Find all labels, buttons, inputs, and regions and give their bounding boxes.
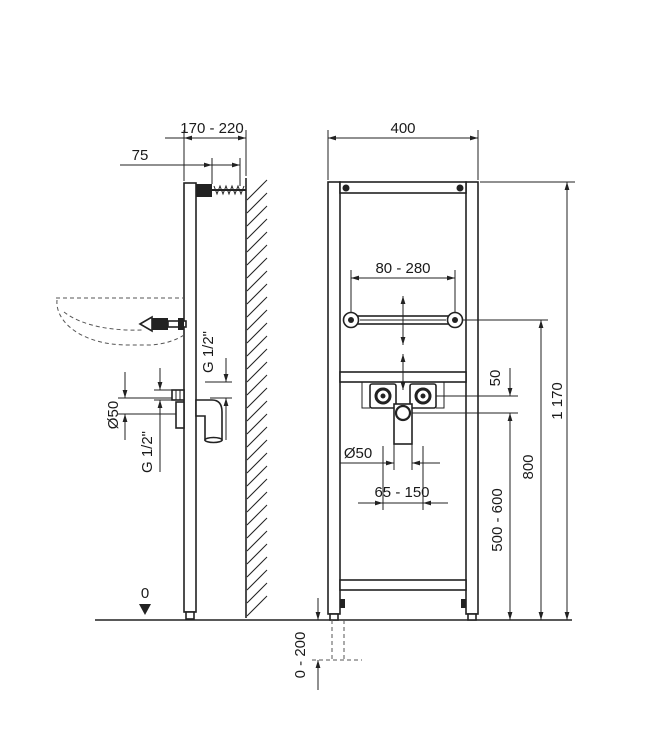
frame-post-left — [327, 181, 341, 615]
wall-hatch-line — [246, 335, 268, 357]
wall-hatch-line — [246, 595, 268, 617]
dim-depth-label: 170 - 220 — [180, 120, 243, 137]
dim-bracket-spacing-label: 80 - 280 — [375, 260, 430, 277]
foot-clamp-right — [461, 599, 466, 608]
side-frame-post — [183, 182, 197, 613]
wall-hatch-line — [246, 218, 268, 240]
top-anchor-bolt-right — [456, 184, 464, 192]
wall-hatch — [246, 179, 268, 617]
wall-bracket — [196, 184, 212, 197]
wall-hatch-line — [246, 530, 268, 552]
basin-bracket-hole-left — [348, 317, 354, 323]
washbasin-outline — [56, 297, 185, 346]
dim-drain-height-label: 500 - 600 — [489, 488, 506, 551]
basin-bolt-washer — [178, 318, 184, 330]
siphon-elbow — [195, 399, 223, 441]
wall-hatch-line — [246, 517, 268, 539]
side-view: 170 - 220 75 G 1/2" Ø50 G 1/2" 0 — [56, 120, 268, 620]
basin-bolt-shaft — [167, 320, 187, 328]
wall-hatch-line — [246, 387, 268, 409]
basin-bolt-nut — [152, 318, 168, 330]
top-anchor-bolt-left — [342, 184, 350, 192]
fitting-mount-bracket — [436, 382, 445, 409]
siphon-outlet — [204, 436, 223, 444]
wall-hatch-line — [246, 348, 268, 370]
fitting-mount-bracket — [361, 382, 370, 409]
supply-valve-left-core — [380, 393, 386, 399]
wall-hatch-line — [246, 296, 268, 318]
dim-valve-offset-label: 50 — [487, 370, 504, 387]
frame-foot-right — [467, 613, 477, 621]
wall-hatch-line — [246, 478, 268, 500]
wall-hatch-line — [246, 400, 268, 422]
frame-foot-left — [329, 613, 339, 621]
wall-hatch-line — [246, 504, 268, 526]
drain-opening — [394, 404, 412, 422]
side-frame-foot — [185, 611, 195, 620]
dim-drain-front-label: Ø50 — [344, 445, 372, 462]
frame-bottom-crossbar — [339, 579, 467, 591]
wall-hatch-line — [246, 231, 268, 253]
wall-hatch-line — [246, 556, 268, 578]
wall-hatch-line — [246, 374, 268, 396]
wall-hatch-line — [246, 179, 268, 201]
wall-hatch-line — [246, 426, 268, 448]
basin-bolt-cap — [138, 315, 153, 333]
dim-supply-spacing-label: 65 - 150 — [374, 484, 429, 501]
wall-hatch-line — [246, 439, 268, 461]
wall-hatch-line — [246, 582, 268, 604]
floor-level-label: 0 — [141, 585, 149, 602]
wall-hatch-line — [246, 543, 268, 565]
dim-foot-adjust-label: 0 - 200 — [292, 632, 309, 679]
wall-hatch-line — [246, 283, 268, 305]
wall-hatch-line — [246, 309, 268, 331]
basin-bracket-hole-right — [452, 317, 458, 323]
wall-hatch-line — [246, 413, 268, 435]
wall-hatch-line — [246, 192, 268, 214]
dim-thread-upper-label: G 1/2" — [200, 331, 217, 373]
foot-clamp-left — [340, 599, 345, 608]
wall-anchor-thread — [213, 184, 245, 196]
wall-hatch-line — [246, 205, 268, 227]
dim-thread-lower-label: G 1/2" — [139, 431, 156, 473]
dim-bracket-height-label: 800 — [520, 454, 537, 479]
wall-hatch-line — [246, 452, 268, 474]
washbasin-rim-outline — [63, 311, 143, 331]
wall-hatch-line — [246, 361, 268, 383]
dim-offset-label: 75 — [132, 147, 149, 164]
wall-hatch-line — [246, 569, 268, 591]
dim-drain-side-label: Ø50 — [105, 401, 122, 429]
wall-hatch-line — [246, 465, 268, 487]
wall-hatch-line — [246, 270, 268, 292]
wall-hatch-line — [246, 257, 268, 279]
dim-width-label: 400 — [390, 120, 415, 137]
wall-hatch-line — [246, 491, 268, 513]
wall-hatch-line — [246, 244, 268, 266]
dim-total-height-label: 1 170 — [549, 382, 566, 420]
supply-fitting — [171, 389, 185, 401]
frame-post-right — [465, 181, 479, 615]
supply-pipe-stub — [175, 401, 185, 429]
frame-top-crossbar — [339, 181, 467, 194]
supply-valve-right-core — [420, 393, 426, 399]
front-view: 400 80 - 280 1 170 800 50 500 - 600 Ø50 — [292, 120, 575, 690]
floor-level-marker — [139, 604, 151, 615]
wall-hatch-line — [246, 322, 268, 344]
